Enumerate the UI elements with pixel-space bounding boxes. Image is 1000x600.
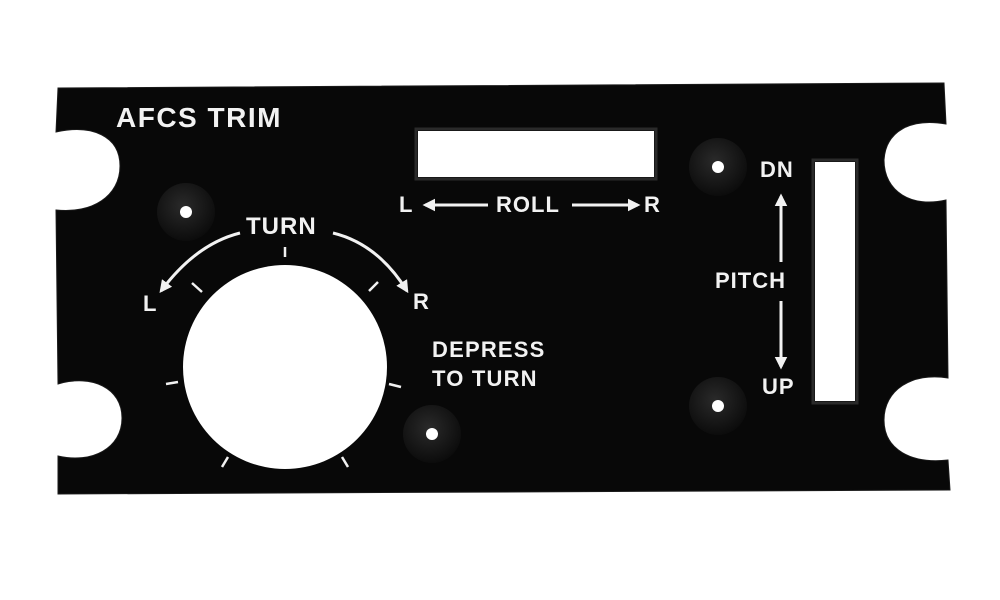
panel-title: AFCS TRIM: [116, 102, 282, 133]
depress-to-turn-instruction: DEPRESS TO TURN: [432, 335, 546, 393]
roll-trim-window[interactable]: [418, 131, 654, 177]
screw-boss-upper-right: [689, 138, 747, 196]
turn-left-arrow: [159, 231, 241, 294]
turn-knob-ticks: [165, 247, 402, 468]
roll-left-label: L: [399, 192, 414, 217]
screw-boss-lower-middle: [403, 405, 461, 463]
pitch-trim-window[interactable]: [815, 162, 855, 401]
turn-knob-opening[interactable]: [183, 265, 387, 469]
turn-label: TURN: [246, 213, 317, 240]
pitch-label: PITCH: [715, 268, 786, 293]
screw-boss-upper-left: [157, 183, 215, 241]
turn-left-label: L: [143, 291, 158, 316]
instruction-line-1: DEPRESS: [432, 337, 546, 362]
turn-right-arrow: [332, 231, 409, 294]
instruction-line-2: TO TURN: [432, 366, 538, 391]
turn-right-label: R: [413, 289, 430, 314]
roll-label: ROLL: [496, 192, 560, 217]
screw-boss-lower-right: [689, 377, 747, 435]
pitch-down-label: DN: [760, 157, 794, 182]
roll-right-label: R: [644, 192, 661, 217]
pitch-up-label: UP: [762, 374, 795, 399]
